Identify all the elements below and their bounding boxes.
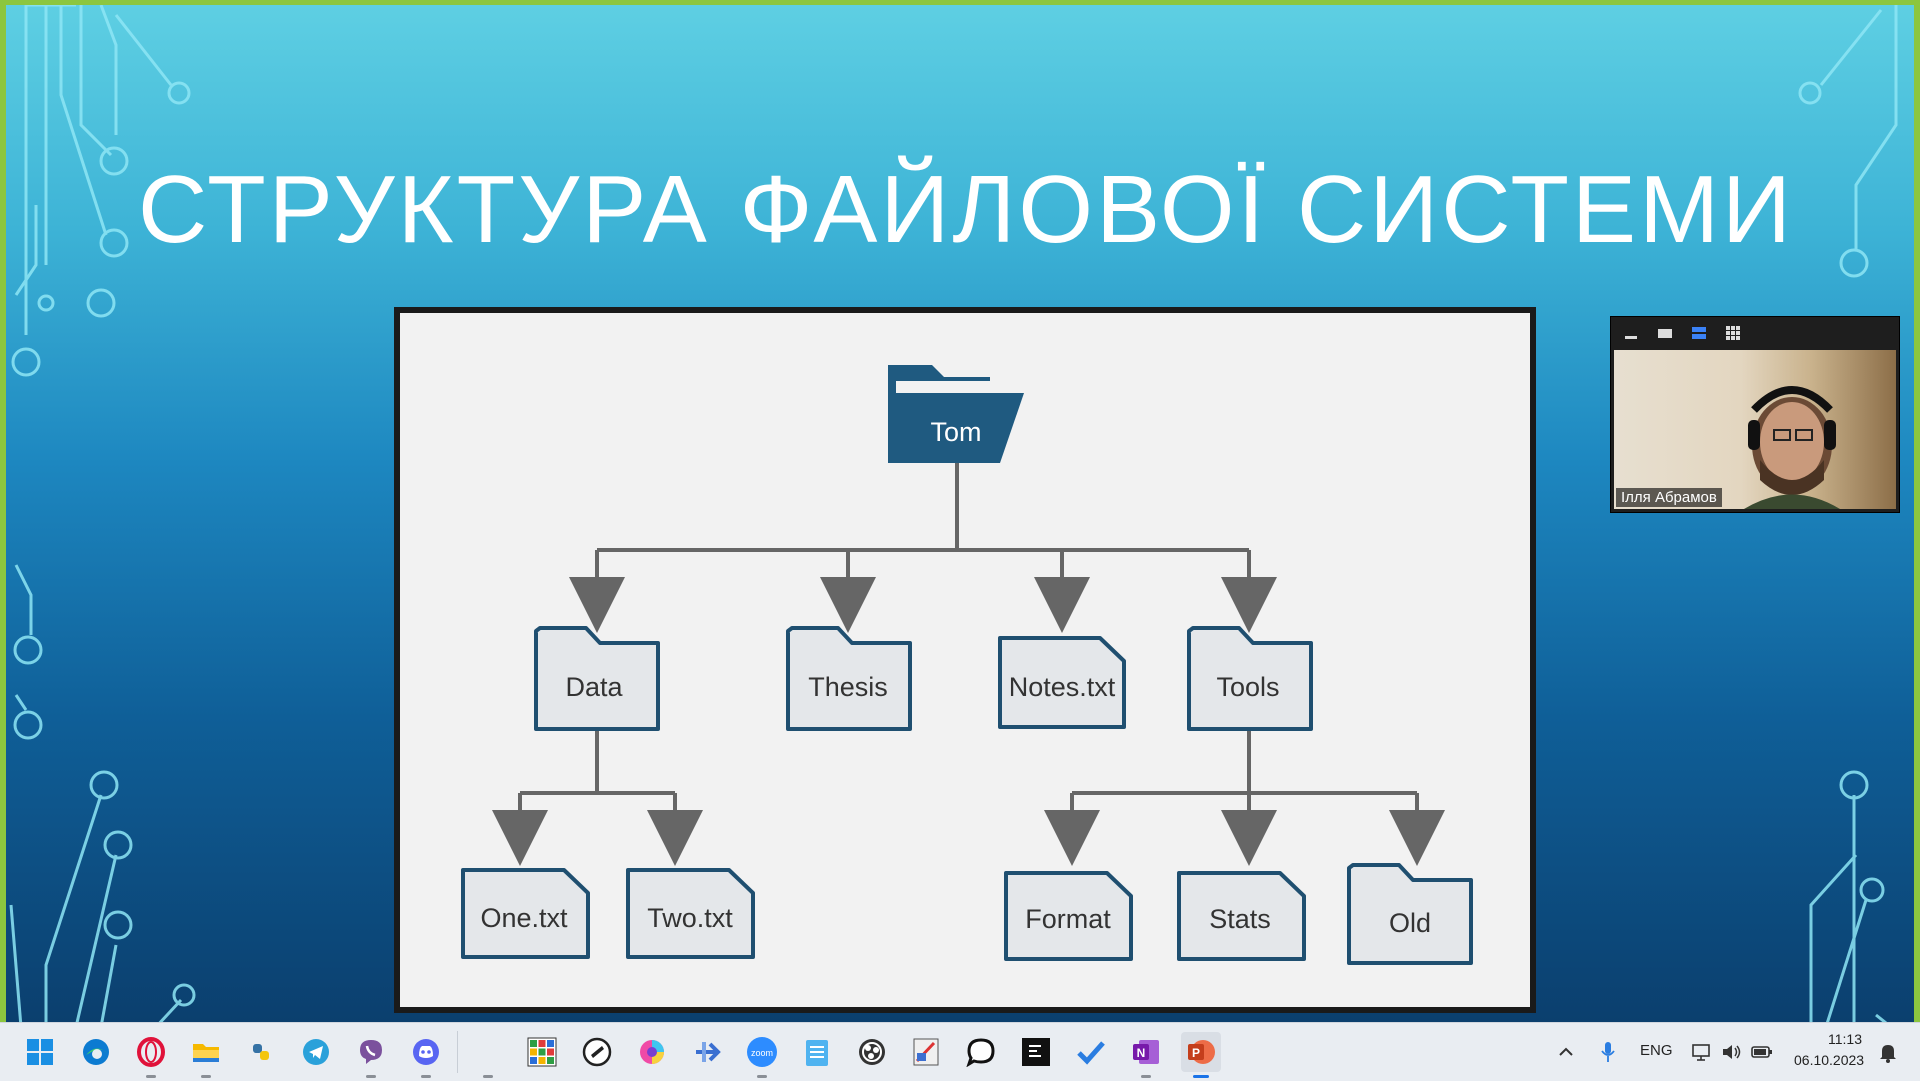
folder-label: Old: [1389, 908, 1431, 938]
file-label: Format: [1025, 904, 1111, 934]
arrow-app-icon[interactable]: [687, 1032, 727, 1072]
taskbar: zoom N P ENG 11:13 06.10.2023: [0, 1022, 1920, 1081]
root-folder-label: Tom: [930, 417, 981, 447]
clock-time[interactable]: 11:13: [1828, 1031, 1862, 1047]
zoom-icon-label: zoom: [751, 1048, 773, 1058]
folder-label: Data: [565, 672, 623, 702]
webcam-toolbar: [1611, 317, 1899, 349]
telegram-icon[interactable]: [296, 1032, 336, 1072]
root-folder-icon[interactable]: Tom: [888, 365, 1024, 463]
obs-studio-icon[interactable]: [852, 1032, 892, 1072]
folder-icon-thesis[interactable]: Thesis: [788, 628, 910, 729]
python-icon[interactable]: [241, 1032, 281, 1072]
zoom-icon[interactable]: zoom: [742, 1032, 782, 1072]
file-icon-format[interactable]: Format: [1006, 873, 1131, 959]
edge-browser-icon[interactable]: [76, 1032, 116, 1072]
battery-icon[interactable]: [1744, 1032, 1780, 1072]
notepad-icon[interactable]: [797, 1032, 837, 1072]
taskbar-separator: [457, 1031, 458, 1073]
microphone-icon[interactable]: [1590, 1032, 1626, 1072]
viber-icon[interactable]: [351, 1032, 391, 1072]
file-icon-two[interactable]: Two.txt: [628, 870, 753, 957]
file-icon-stats[interactable]: Stats: [1179, 873, 1304, 959]
speaker-view-icon[interactable]: [1689, 323, 1709, 343]
paint-tool-icon[interactable]: [906, 1032, 946, 1072]
folder-label: Tools: [1216, 672, 1279, 702]
minimize-icon[interactable]: [1621, 323, 1641, 343]
windows-start-icon[interactable]: [20, 1032, 60, 1072]
file-label: One.txt: [480, 903, 568, 933]
spreadsheet-grid-icon[interactable]: [522, 1032, 562, 1072]
folder-icon-old[interactable]: Old: [1349, 865, 1471, 963]
folder-label: Thesis: [808, 672, 888, 702]
todo-check-icon[interactable]: [1071, 1032, 1111, 1072]
diagram-frame: Tom Data Thesis Notes.txt Tools: [394, 307, 1536, 1013]
color-wheel-icon[interactable]: [632, 1032, 672, 1072]
participant-name: Ілля Абрамов: [1616, 488, 1722, 507]
opera-browser-icon[interactable]: [131, 1032, 171, 1072]
participant-silhouette: [1614, 350, 1896, 509]
note-app-icon[interactable]: [577, 1032, 617, 1072]
language-indicator[interactable]: ENG: [1640, 1042, 1673, 1059]
webcam-panel[interactable]: Ілля Абрамов: [1611, 317, 1899, 512]
single-view-icon[interactable]: [1655, 323, 1675, 343]
file-tree-svg: Tom Data Thesis Notes.txt Tools: [400, 313, 1530, 1007]
app-dot-icon[interactable]: [468, 1032, 508, 1072]
clock-date[interactable]: 06.10.2023: [1794, 1052, 1864, 1068]
slide-title: СТРУКТУРА ФАЙЛОВОЇ СИСТЕМИ: [6, 155, 1920, 265]
powerpoint-icon[interactable]: P: [1181, 1032, 1221, 1072]
folder-icon-data[interactable]: Data: [536, 628, 658, 729]
webcam-video: Ілля Абрамов: [1614, 350, 1896, 509]
chat-bubble-icon[interactable]: [961, 1032, 1001, 1072]
file-label: Notes.txt: [1009, 672, 1116, 702]
notification-bell-icon[interactable]: [1870, 1032, 1906, 1072]
file-label: Two.txt: [647, 903, 733, 933]
discord-icon[interactable]: [406, 1032, 446, 1072]
file-icon-one[interactable]: One.txt: [463, 870, 588, 957]
file-icon-notes[interactable]: Notes.txt: [1000, 638, 1124, 727]
svg-text:N: N: [1137, 1046, 1146, 1060]
slide: СТРУКТУРА ФАЙЛОВОЇ СИСТЕМИ: [0, 0, 1920, 1022]
file-label: Stats: [1209, 904, 1271, 934]
file-tree-diagram: Tom Data Thesis Notes.txt Tools: [400, 313, 1530, 1007]
gallery-view-icon[interactable]: [1723, 323, 1743, 343]
file-explorer-icon[interactable]: [186, 1032, 226, 1072]
onenote-icon[interactable]: N: [1126, 1032, 1166, 1072]
chevron-up-icon[interactable]: [1548, 1032, 1584, 1072]
terminal-icon[interactable]: [1016, 1032, 1056, 1072]
folder-icon-tools[interactable]: Tools: [1189, 628, 1311, 729]
svg-text:P: P: [1192, 1046, 1200, 1060]
